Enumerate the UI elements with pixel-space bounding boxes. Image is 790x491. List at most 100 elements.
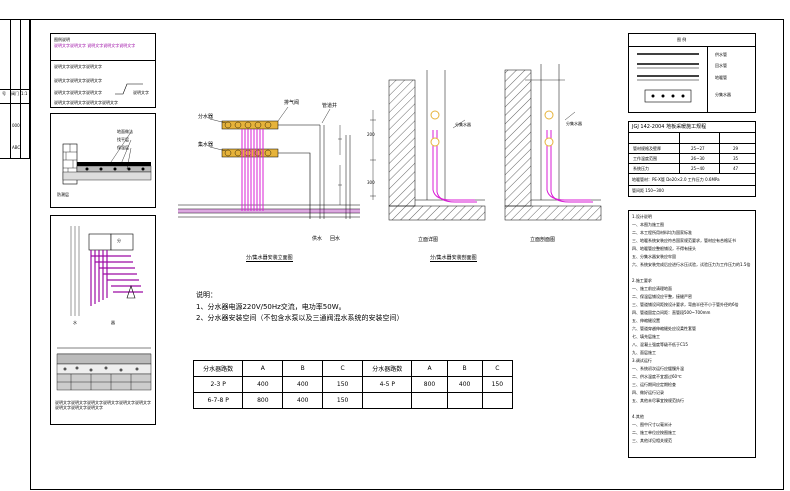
elevation-bottom-label: 回水 [330, 236, 341, 242]
detail-arrow-icon [115, 83, 143, 95]
design-note-line: 1.设计说明 [632, 214, 652, 219]
panel-manifold-detail: 分 水 器 说明文字说明文字说明文字说明文字说明文字说明文字说明文字说明文字说明… [50, 215, 156, 425]
manifold-elevation-diagram [178, 106, 360, 219]
table-cell: 2-3 P [192, 376, 244, 393]
design-note-line: 三、运行期间应定期检查 [632, 382, 676, 387]
design-note-line: 五、分集水器安装应牢固 [632, 254, 676, 259]
legend-item: 分集水器 [715, 92, 731, 97]
design-note-line: 四、做好运行记录 [632, 390, 664, 395]
elevation-label: 排气阀 [284, 100, 300, 106]
design-notes-list: 1.设计说明一、本图为施工图二、本工程所用材料均为国家标准三、地暖系统安装应符合… [632, 214, 754, 446]
panel-line: 说明文字说明文字说明文字 [54, 90, 102, 95]
floor-label: 找平层 [117, 137, 129, 142]
elevation-label: 集水器 [198, 142, 214, 148]
table-header-cell: A [411, 360, 448, 377]
table-header-row: 分水器路数 A B C 分水器路数 A B C [192, 360, 514, 377]
design-note-line: 二、供水温度不宜超过60℃ [632, 374, 682, 379]
design-note-line: 三、其他详见相关规范 [632, 438, 672, 443]
spec-cell: 35 [733, 156, 739, 161]
strip-label: ABC [12, 145, 21, 150]
design-note-line: 三、管道铺设间距按设计要求，弯曲半径不小于管外径的6倍 [632, 302, 739, 307]
design-note-line: 二、保温层铺设应平整，接缝严密 [632, 294, 692, 299]
spec-cell: 47 [733, 166, 739, 171]
design-note-line: 六、管道穿越伸缩缝处应设柔性套管 [632, 326, 696, 331]
floor-section-diagram [62, 131, 152, 185]
floor-label: 地面做法 [117, 129, 133, 134]
design-note-line: 五、伸缩缝设置 [632, 318, 660, 323]
design-note-line [632, 270, 754, 278]
strip-label: 阀门 [11, 91, 19, 96]
section-sub-caption: 立面详图 [418, 237, 439, 243]
spec-cell: 25~40 [691, 166, 705, 171]
table-cell [411, 392, 448, 409]
table-cell: 150 [481, 376, 514, 393]
section-height: 200 [367, 132, 375, 137]
table-header-cell: B [282, 360, 324, 377]
table-row: 6-7-8 P 800 400 150 [192, 392, 514, 409]
panel-floor-section: 地面做法 找平层 保温层 防潮层 [50, 113, 156, 208]
design-note-line: 九、面层施工 [632, 350, 656, 355]
table-cell: 800 [242, 392, 284, 409]
table-cell [446, 392, 483, 409]
table-cell: 150 [322, 376, 364, 393]
design-note-line: 一、本图为施工图 [632, 222, 664, 227]
section-sub-caption: 立面剖面图 [530, 237, 556, 243]
notes-title: 说明： [196, 291, 217, 299]
table-cell [362, 392, 413, 409]
legend-item: 地暖管 [715, 75, 727, 80]
manifold-dimensions-table: 分水器路数 A B C 分水器路数 A B C 2-3 P 400 400 15… [192, 360, 514, 409]
table-header-cell: 分水器路数 [362, 360, 413, 377]
spec-title: JGJ 142-2004 地板采暖施工规程 [632, 124, 707, 130]
spec-cell: 系统压力 [633, 166, 649, 171]
panel-line: 说明文字说明文字说明文字 [54, 78, 102, 83]
design-note-line: 八、混凝土强度等级不低于C15 [632, 342, 688, 347]
panel-notes-a: 图例说明 说明文字说明文字 说明文字说明文字说明文字 说明文字说明文字说明文字 … [50, 33, 156, 108]
spec-panel: JGJ 142-2004 地板采暖施工规程 管材规格及壁厚 25~27 29 工… [628, 121, 756, 197]
table-cell: 400 [242, 376, 284, 393]
design-note-line: 3.调试运行 [632, 358, 652, 363]
legend-item: 供水管 [715, 52, 727, 57]
design-note-line: 四、地暖管应整根铺设，不得有接头 [632, 246, 696, 251]
table-header-cell: A [242, 360, 284, 377]
design-note-line: 二、本工程所用材料均为国家标准 [632, 230, 692, 235]
table-header-cell: C [481, 360, 514, 377]
table-cell [481, 392, 514, 409]
design-note-line: 七、填充层施工 [632, 334, 660, 339]
spec-cell: 25~27 [691, 146, 705, 151]
design-note-line: 2.施工要求 [632, 278, 652, 283]
manifold-loop-diagram [56, 226, 152, 391]
strip-label: 000 [12, 123, 20, 128]
floor-label: 防潮层 [57, 192, 69, 197]
table-cell: 400 [282, 392, 324, 409]
elevation-label: 分水器 [198, 114, 214, 120]
strip-label: 号 [2, 91, 6, 96]
panel-line: 说明文字说明文字 说明文字说明文字说明文字 [54, 43, 136, 48]
legend-item: 回水管 [715, 63, 727, 68]
design-note-line [632, 406, 754, 414]
spec-cell: 26~30 [691, 156, 705, 161]
design-notes-panel: 1.设计说明一、本图为施工图二、本工程所用材料均为国家标准三、地暖系统安装应符合… [628, 210, 756, 458]
table-cell: 400 [446, 376, 483, 393]
manifold-note: 说明文字说明文字说明文字说明文字说明文字说明文字说明文字说明文字说明文字 [55, 400, 151, 410]
design-note-line: 一、图中尺寸以毫米计 [632, 422, 672, 427]
section-label: 分集水器 [566, 121, 582, 126]
panel-title: 图例说明 [54, 37, 70, 42]
floor-label: 保温层 [117, 145, 129, 150]
legend-symbols [637, 53, 699, 103]
table-header-cell: C [322, 360, 364, 377]
table-header-cell: 分水器路数 [192, 360, 244, 377]
section-height: 300 [367, 180, 375, 185]
section-caption: 分/集水器安装剖面图 [430, 255, 477, 262]
table-cell: 4-5 P [362, 376, 413, 393]
design-note-line: 六、系统安装完成后应进行水压试验，试验压力为工作压力的1.5倍 [632, 262, 751, 267]
manifold-label: 分 [117, 238, 121, 243]
table-cell: 150 [322, 392, 364, 409]
design-note-line: 二、施工单位应按图施工 [632, 430, 676, 435]
legend-panel: 图 例 供水管 回水管 地暖管 分集水器 [628, 33, 756, 113]
strip-label: 1:1 [21, 91, 28, 96]
design-note-line: 五、其他未尽事宜按规范执行 [632, 398, 684, 403]
manifold-label: 水 [73, 320, 77, 325]
left-title-strip: 号 阀门 1:1 000 ABC [0, 19, 30, 159]
panel-tag: 说明文字 [133, 90, 149, 95]
design-note-line: 一、施工前应清理地面 [632, 286, 672, 291]
